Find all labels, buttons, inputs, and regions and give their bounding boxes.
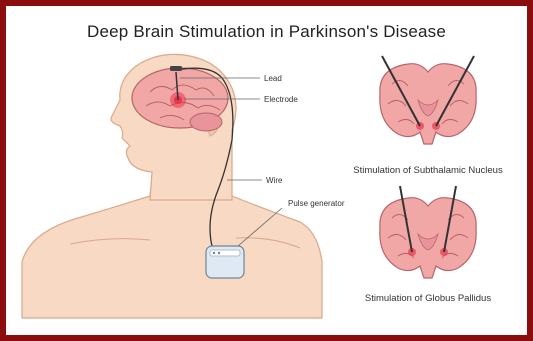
pulse-generator [206, 246, 244, 278]
caption-globus-pallidus: Stimulation of Globus Pallidus [365, 293, 491, 304]
label-electrode: Electrode [264, 95, 298, 104]
brain-section-subthalamic [380, 56, 476, 144]
brain-section-globus-pallidus [380, 186, 476, 278]
caption-subthalamic: Stimulation of Subthalamic Nucleus [353, 165, 503, 176]
label-wire: Wire [266, 176, 283, 185]
label-pulse-generator: Pulse generator [288, 199, 345, 208]
label-lead: Lead [264, 74, 282, 83]
lead-cap [170, 66, 182, 71]
